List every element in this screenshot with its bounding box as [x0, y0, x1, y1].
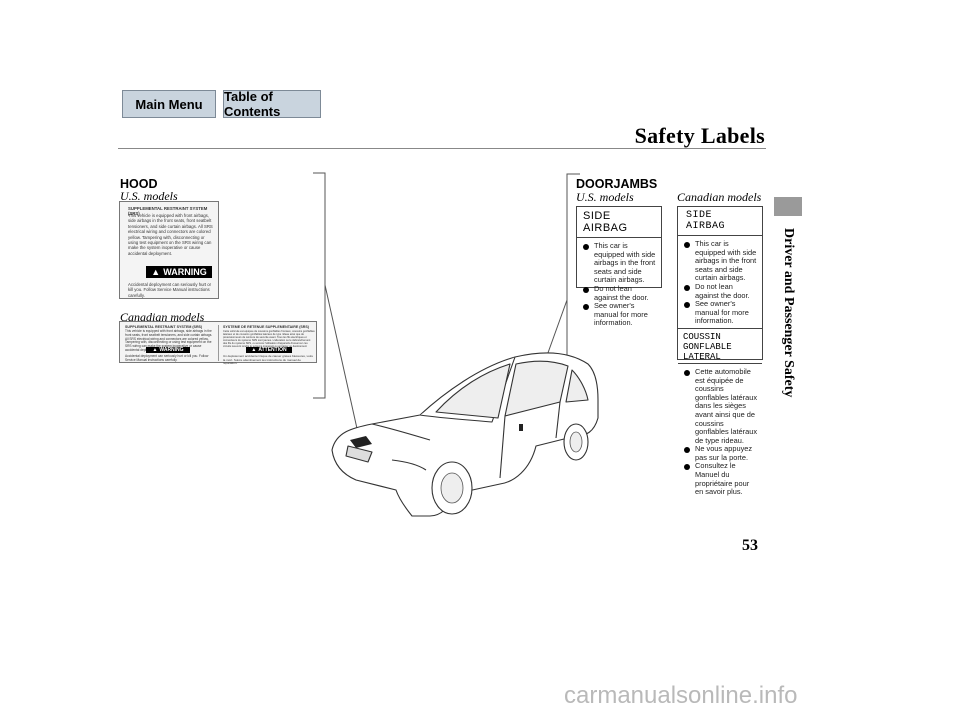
label-divider [577, 237, 661, 238]
label-divider [678, 235, 762, 236]
doorjambs-canadian-models-label: Canadian models [677, 190, 762, 204]
hood-ca-attention-banner: ▲ATTENTION [246, 347, 292, 353]
hood-ca-body-fr: Cette vehicule est equipee de coussins g… [223, 330, 315, 347]
table-of-contents-button[interactable]: Table of Contents [223, 89, 321, 119]
hood-ca-title-fr: SYSTEME DE RETENUE SUPPLEMENTAIRE (SRS) [223, 325, 309, 329]
hood-canadian-models-label: Canadian models [120, 310, 205, 324]
label-divider [678, 362, 762, 364]
hood-ca-title-en: SUPPLEMENTAL RESTRAINT SYSTEM (SRS) [125, 325, 203, 329]
doorjambs-us-models-label: U.S. models [576, 190, 634, 204]
list-item: See owner's manual for more information. [583, 301, 657, 328]
doorjamb-ca-title-en: SIDE AIRBAG [686, 210, 726, 232]
hood-ca-attention-text: Un deploiement accidentel risque de caus… [223, 354, 314, 366]
page-title: Safety Labels [634, 123, 765, 148]
hood-heading: HOOD [120, 177, 158, 191]
title-divider [118, 148, 766, 149]
car-body [331, 352, 599, 517]
hood-callout-bracket [313, 172, 361, 443]
label-divider [678, 327, 762, 329]
hood-ca-warning-text: Accidental deployment can seriously hurt… [125, 354, 209, 362]
section-tab-marker [774, 197, 802, 216]
hood-ca-warning-banner: ▲WARNING [146, 347, 190, 353]
list-item: Consultez le Manuel du propriétaire pour… [684, 462, 758, 496]
hood-us-warning-banner: ▲WARNING [146, 266, 212, 278]
hood-us-label-body: This vehicle is equipped with front airb… [128, 213, 213, 256]
doorjamb-ca-title-fr-line1: COUSSIN GONFLABLE [683, 331, 732, 352]
warning-triangle-icon: ▲ [151, 267, 161, 277]
hood-us-label-title: SUPPLEMENTAL RESTRAINT SYSTEM (SRS) [128, 206, 208, 217]
hood-canadian-srs-label: SUPPLEMENTAL RESTRAINT SYSTEM (SRS) This… [119, 321, 317, 366]
doorjamb-canadian-side-airbag-label: SIDE AIRBAG This car is equipped with si… [677, 206, 763, 496]
section-side-label: Driver and Passenger Safety [781, 228, 796, 398]
doorjamb-ca-bullet-list-en: This car is equipped with side airbags i… [678, 238, 762, 328]
list-item: Do not lean against the door. [583, 284, 657, 302]
list-item: See owner's manual for more information. [684, 299, 758, 326]
list-item: This car is equipped with side airbags i… [684, 239, 758, 283]
list-item: Do not lean against the door. [684, 282, 758, 300]
rear-wheel [563, 423, 589, 461]
doorjambs-heading: DOORJAMBS [576, 177, 658, 191]
hood-ca-warning-word: WARNING [159, 347, 184, 353]
hood-label-marker [350, 436, 372, 448]
list-item: Cette automobile est équipée de coussins… [684, 367, 758, 445]
doorjamb-ca-bullet-list-fr: Cette automobile est équipée de coussins… [678, 366, 762, 500]
main-menu-button[interactable]: Main Menu [122, 90, 216, 118]
rear-wheel-hub [569, 431, 583, 453]
hood-us-models-label: U.S. models [120, 189, 178, 203]
label-column-divider [218, 325, 219, 361]
list-item: This car is equipped with side airbags i… [583, 241, 657, 285]
doorjamb-label-marker [519, 424, 523, 431]
doorjamb-ca-title-fr: COUSSIN GONFLABLE LATERAL [678, 331, 762, 363]
front-wheel-hub [440, 472, 464, 504]
hood-us-srs-label: SUPPLEMENTAL RESTRAINT SYSTEM (SRS) This… [119, 201, 219, 299]
doorjamb-us-side-airbag-label: SIDE AIRBAG This car is equipped with si… [576, 206, 662, 327]
hood-ca-body-en: This vehicle is equipped with front airb… [125, 329, 213, 352]
doorjamb-callout-bracket [521, 173, 580, 426]
doorjamb-us-bullet-list: This car is equipped with side airbags i… [577, 240, 661, 331]
list-item: Ne vous appuyez pas sur la porte. [684, 444, 758, 462]
page-number: 53 [742, 537, 758, 554]
hood-us-warning-text: Accidental deployment can seriously hurt… [128, 282, 212, 298]
warning-triangle-icon: ▲ [152, 347, 158, 353]
hood-us-warning-word: WARNING [163, 267, 207, 277]
doorjamb-ca-title-fr-line2: LATERAL [683, 351, 721, 362]
watermark-text: carmanualsonline.info [564, 682, 798, 709]
doorjamb-us-label-title: SIDE AIRBAG [583, 210, 628, 234]
front-wheel [431, 461, 473, 515]
warning-triangle-icon: ▲ [251, 347, 257, 353]
hood-ca-attention-word: ATTENTION [258, 347, 287, 353]
